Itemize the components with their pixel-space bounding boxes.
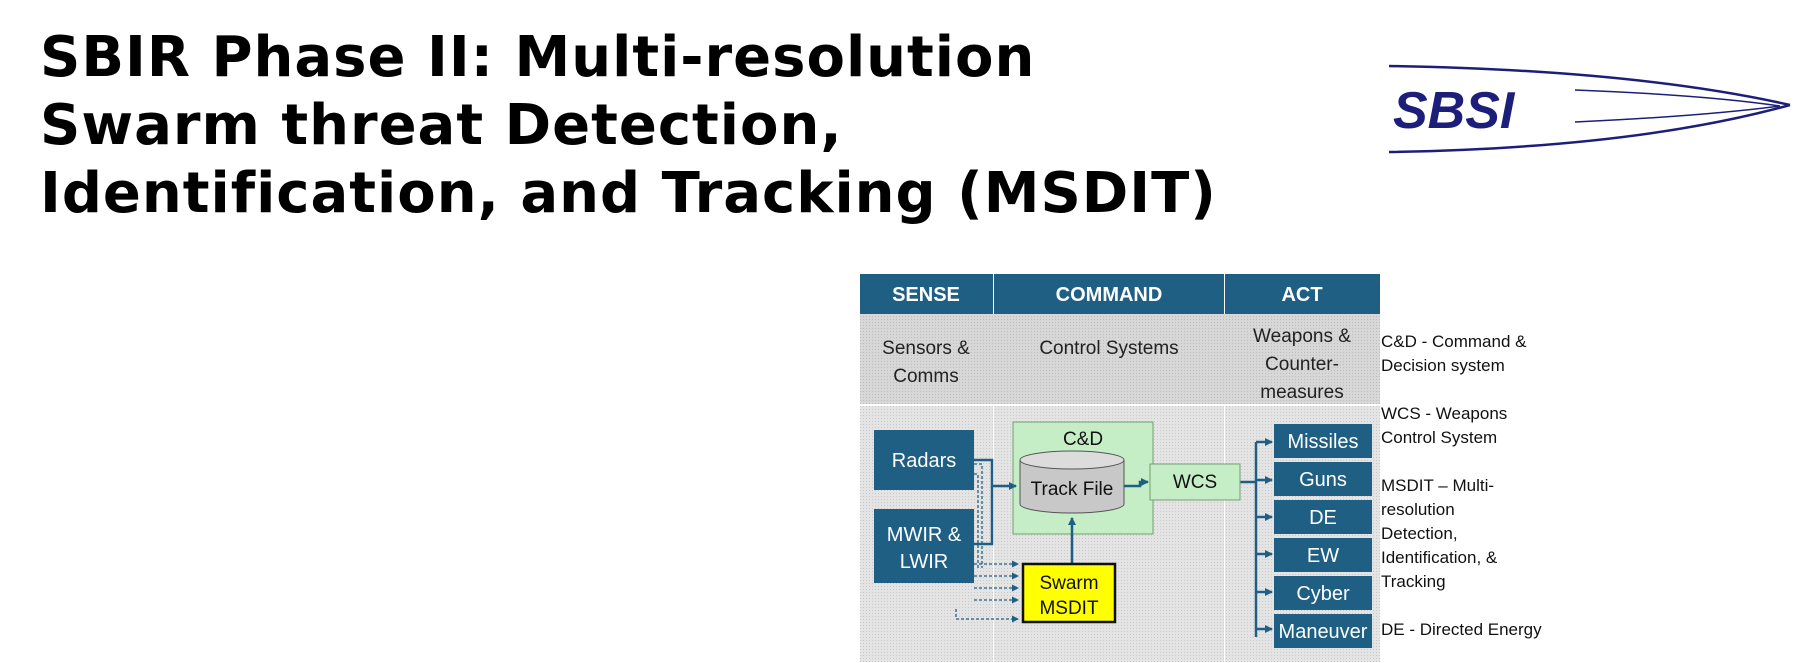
effector-missiles-box [1274,424,1372,458]
effector-cyber-label: Cyber [1296,583,1350,605]
command-sub-line-1: Control Systems [1039,338,1178,359]
logo-swoosh-inner [1574,89,1781,123]
act-sub-line-1: Weapons & [1253,326,1351,347]
effector-de-box [1274,500,1372,534]
note-msdit: MSDIT – Multi- resolution Detection, Ide… [1381,474,1591,594]
header-command [994,274,1224,314]
logo-text: SBSI [1393,82,1516,140]
note-msdit-line-5: Tracking [1381,572,1446,591]
note-de-line-1: DE - Directed Energy [1381,620,1542,639]
note-msdit-line-4: Identification, & [1381,548,1498,567]
effector-maneuver-label: Maneuver [1279,621,1368,643]
track-file-database-icon [1019,450,1125,514]
logo-swoosh-bottom [1388,103,1791,154]
effector-missiles-label: Missiles [1287,431,1358,453]
sense-sub-line-1: Sensors & [882,338,970,359]
effector-links [1254,438,1273,637]
title-line-3: Identification, and Tracking (MSDIT) [40,161,1217,226]
note-de: DE - Directed Energy [1381,618,1591,642]
effector-guns-label: Guns [1299,469,1347,491]
note-msdit-line-2: resolution [1381,500,1455,519]
wcs-label: WCS [1173,472,1217,493]
effector-de-label: DE [1309,507,1337,529]
dashed-links [955,463,1019,623]
note-msdit-line-3: Detection, [1381,524,1458,543]
act-sub-line-3: measures [1260,382,1343,403]
note-cd: C&D - Command & Decision system [1381,330,1591,378]
note-cd-line-2: Decision system [1381,356,1505,375]
effector-maneuver-box [1274,614,1372,648]
note-msdit-line-1: MSDIT – Multi- [1381,476,1495,495]
header-sense-label: SENSE [892,284,960,306]
page-title: SBIR Phase II: Multi-resolution Swarm th… [40,24,1217,228]
act-sub-line-2: Counter- [1265,354,1339,375]
title-line-1: SBIR Phase II: Multi-resolution [40,25,1036,90]
swarm-label-line-1: Swarm [1039,573,1098,594]
effector-guns-box [1274,462,1372,496]
cd-label: C&D [1063,429,1103,450]
effector-ew-label: EW [1307,545,1339,567]
track-file-label: Track File [1031,479,1114,500]
ir-label-line-2: LWIR [900,551,949,573]
note-wcs: WCS - Weapons Control System [1381,402,1591,450]
subheader-band [860,314,1380,404]
sense-sub-line-2: Comms [893,366,958,387]
effector-cyber-box [1274,576,1372,610]
wcs-box [1149,463,1241,501]
header-command-label: COMMAND [1056,284,1163,306]
note-cd-line-1: C&D - Command & [1381,332,1527,351]
radars-label: Radars [892,450,956,472]
ir-box [874,509,974,583]
sbsi-logo: SBSI [1388,64,1791,154]
effector-ew-box [1274,538,1372,572]
swarm-msdit-box [1021,562,1117,624]
header-sense [860,274,993,314]
ir-label-line-1: MWIR & [887,524,962,546]
title-line-2: Swarm threat Detection, [40,93,843,158]
swarm-label-line-2: MSDIT [1039,598,1099,619]
radars-box [874,430,974,490]
note-wcs-line-1: WCS - Weapons [1381,404,1508,423]
solid-links [974,458,1256,564]
csa-diagram: SENSE COMMAND ACT Sensors & Comms Contro… [860,274,1380,662]
logo-swoosh-top [1388,64,1791,107]
header-act-label: ACT [1281,284,1322,306]
header-act [1225,274,1380,314]
note-wcs-line-2: Control System [1381,428,1498,447]
